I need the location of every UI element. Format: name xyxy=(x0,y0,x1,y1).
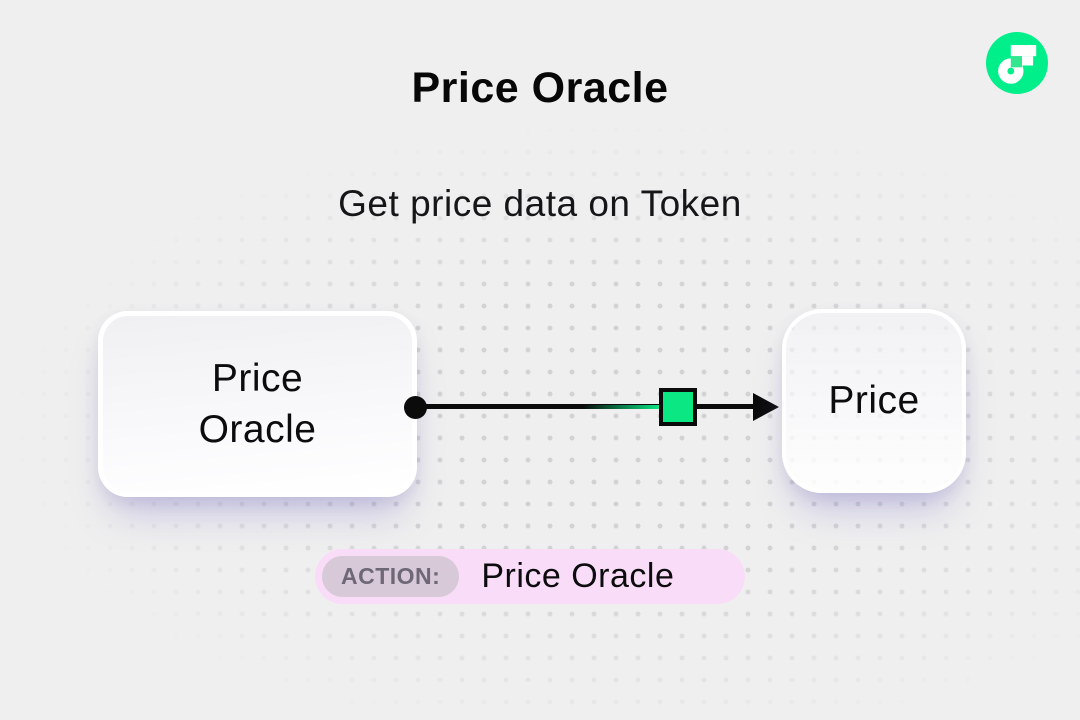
flow-logo-icon xyxy=(986,32,1048,94)
node-price-oracle-label: Price Oracle xyxy=(198,356,317,451)
page-title: Price Oracle xyxy=(411,64,669,112)
action-label-badge: ACTION: xyxy=(322,556,460,597)
edge-arrowhead-icon xyxy=(753,393,779,421)
page-subtitle: Get price data on Token xyxy=(338,183,742,224)
flow-logo xyxy=(986,32,1048,94)
action-value: Price Oracle xyxy=(481,557,675,595)
node-price-label: Price xyxy=(828,379,920,423)
node-price-oracle: Price Oracle xyxy=(98,311,417,497)
edge-green-fade xyxy=(583,405,660,409)
edge-action-square xyxy=(659,388,697,426)
action-pill: ACTION: Price Oracle xyxy=(315,549,745,604)
node-price: Price xyxy=(782,309,966,493)
